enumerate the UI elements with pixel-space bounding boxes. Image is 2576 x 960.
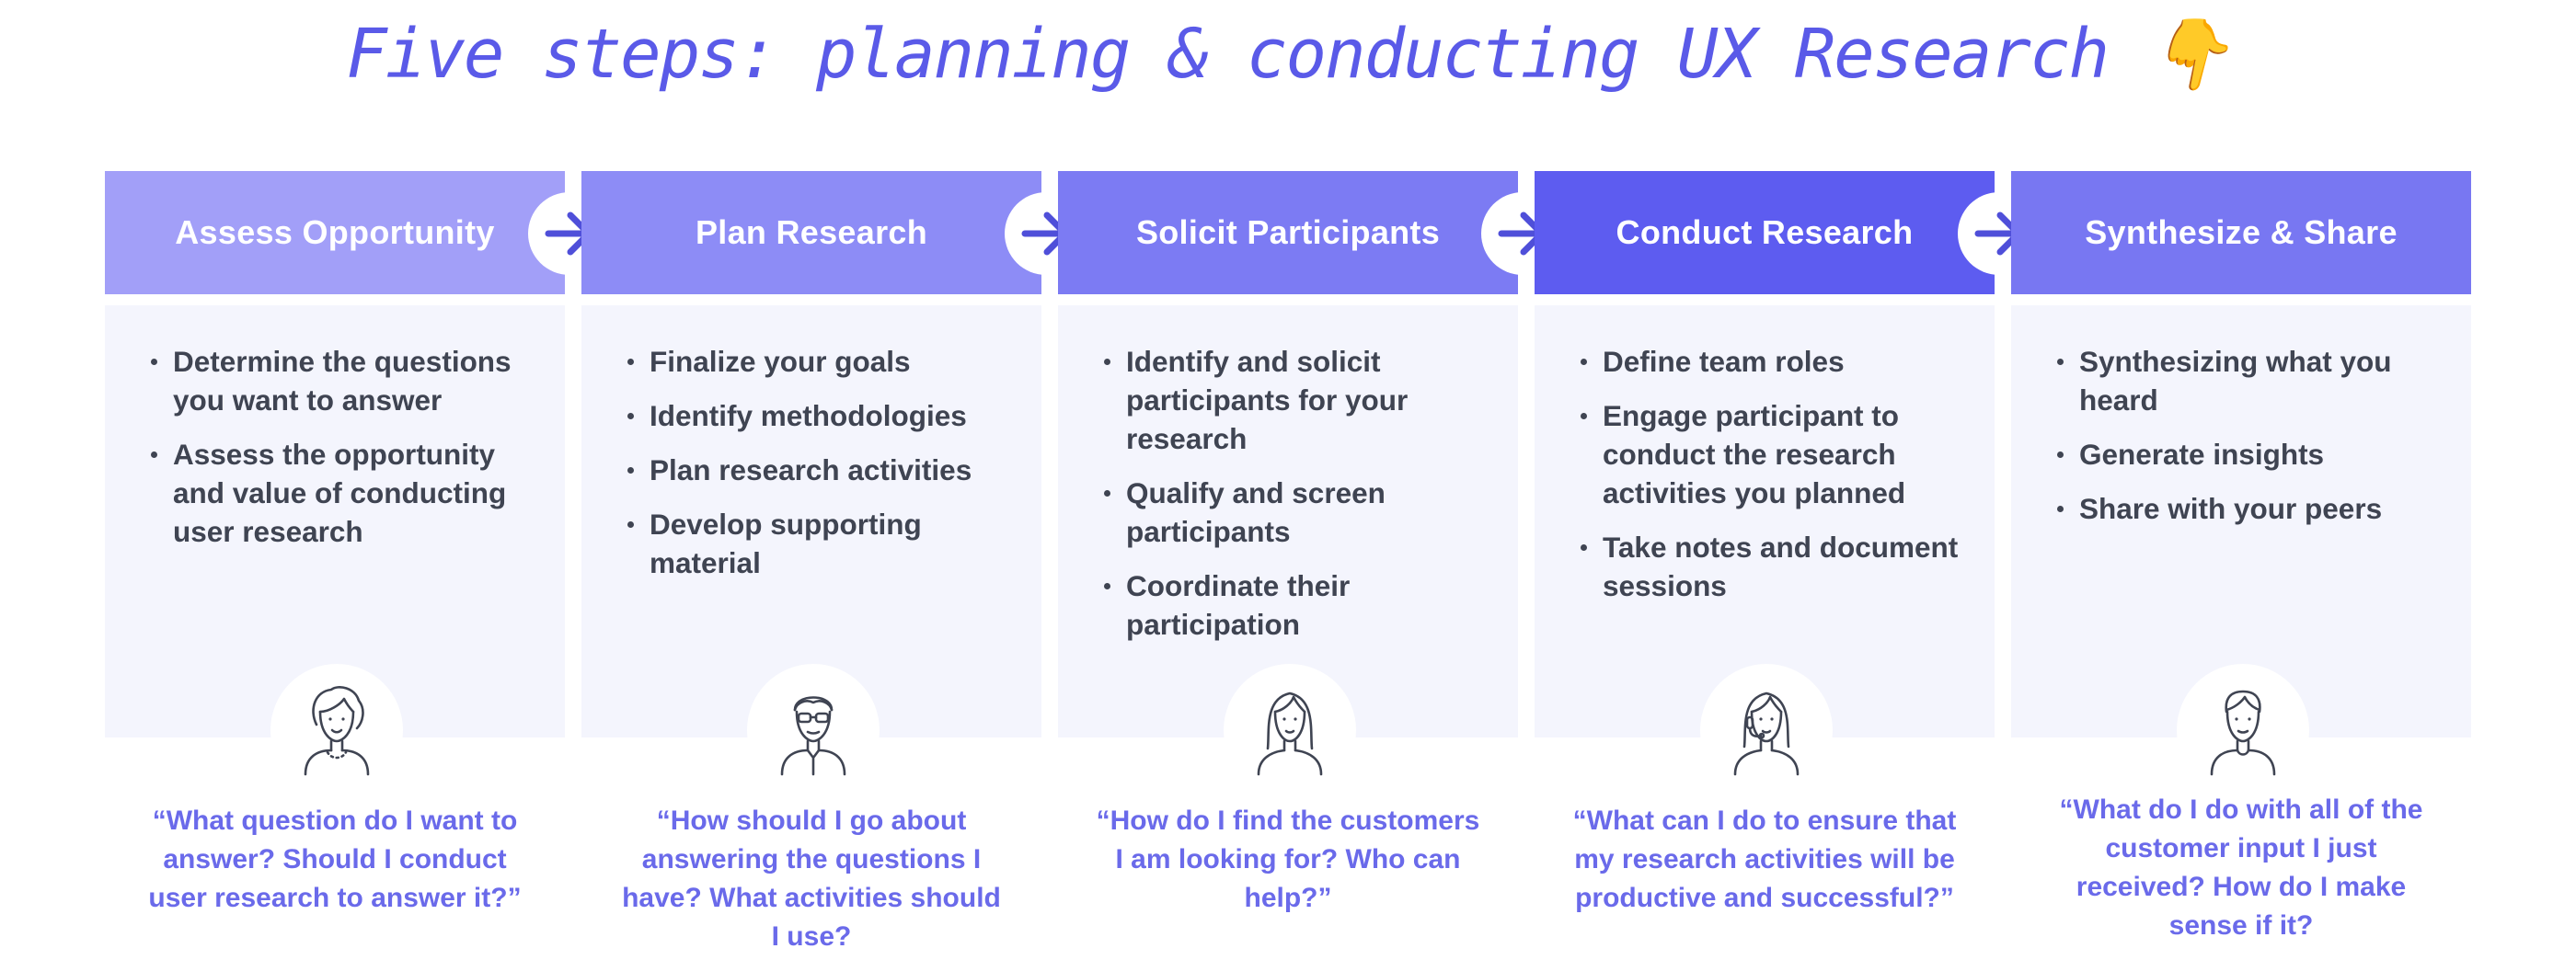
step-header: Synthesize & Share xyxy=(2011,171,2471,294)
woman-long-hair-icon xyxy=(1224,664,1356,796)
step-solicit-participants: Solicit Participants Identify and solici… xyxy=(1058,171,1518,960)
bullet-item: Develop supporting material xyxy=(627,505,1014,582)
step-body: Determine the questions you want to answ… xyxy=(105,305,565,737)
man-with-glasses-icon xyxy=(747,664,880,796)
step-plan-research: Plan Research Finalize your goals Identi… xyxy=(581,171,1041,960)
step-assess-opportunity: Assess Opportunity Determine the questio… xyxy=(105,171,565,960)
bullet-item: Identify and solicit participants for yo… xyxy=(1104,342,1490,458)
bullet-item: Synthesizing what you heard xyxy=(2057,342,2444,419)
woman-headset-icon xyxy=(1700,664,1833,796)
bullet-list: Determine the questions you want to answ… xyxy=(105,305,565,551)
bullet-item: Coordinate their participation xyxy=(1104,566,1490,644)
step-quote: “What question do I want to answer? Shou… xyxy=(148,806,522,913)
bullet-item: Define team roles xyxy=(1581,342,1967,381)
step-quote: “How do I find the customers I am lookin… xyxy=(1096,806,1480,913)
bullet-item: Assess the opportunity and value of cond… xyxy=(151,435,537,551)
bullet-list: Define team roles Engage participant to … xyxy=(1535,305,1995,605)
step-header: Solicit Participants xyxy=(1058,171,1518,294)
bullet-list: Synthesizing what you heard Generate ins… xyxy=(2011,305,2471,528)
bullet-item: Take notes and document sessions xyxy=(1581,528,1967,605)
step-header: Conduct Research xyxy=(1535,171,1995,294)
bullet-item: Plan research activities xyxy=(627,451,1014,489)
bullet-list: Finalize your goals Identify methodologi… xyxy=(581,305,1041,582)
bullet-item: Qualify and screen participants xyxy=(1104,474,1490,551)
step-synthesize-share: Synthesize & Share Synthesizing what you… xyxy=(2011,171,2471,960)
bullet-item: Generate insights xyxy=(2057,435,2444,474)
woman-with-necklace-icon xyxy=(270,664,403,796)
step-header: Assess Opportunity xyxy=(105,171,565,294)
step-quote: “What do I do with all of the customer i… xyxy=(2059,794,2423,941)
step-header: Plan Research xyxy=(581,171,1041,294)
bullet-item: Finalize your goals xyxy=(627,342,1014,381)
step-quote: “What can I do to ensure that my researc… xyxy=(1572,806,1957,913)
step-conduct-research: Conduct Research Define team roles Engag… xyxy=(1535,171,1995,960)
bullet-item: Share with your peers xyxy=(2057,489,2444,528)
step-quote: “How should I go about answering the que… xyxy=(622,806,1001,952)
bullet-item: Determine the questions you want to answ… xyxy=(151,342,537,419)
man-short-hair-icon xyxy=(2177,664,2309,796)
page-title: Five steps: planning & conducting UX Res… xyxy=(346,15,2232,94)
bullet-item: Identify methodologies xyxy=(627,396,1014,435)
bullet-item: Engage participant to conduct the resear… xyxy=(1581,396,1967,512)
bullet-list: Identify and solicit participants for yo… xyxy=(1058,305,1518,644)
